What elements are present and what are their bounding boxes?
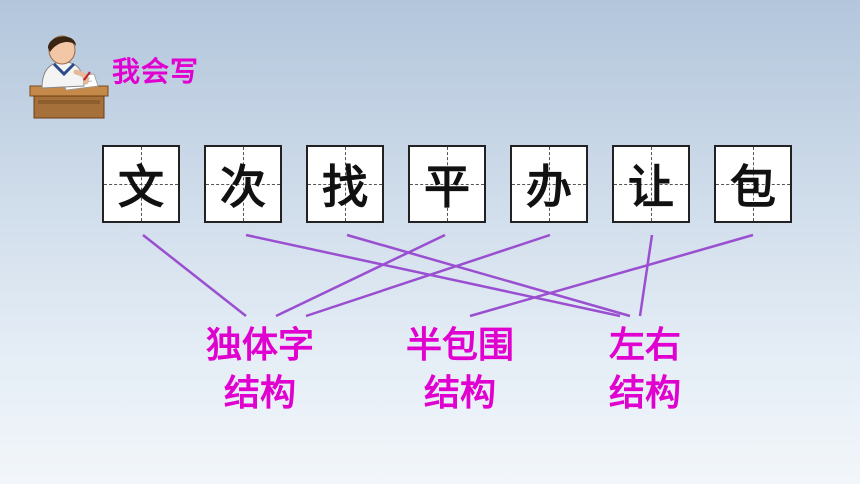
- char-glyph: 平: [424, 160, 470, 214]
- category-left-right: 左右 结构: [580, 322, 710, 418]
- grid-guide-vertical: [651, 147, 652, 221]
- student-writing-icon: [29, 35, 109, 119]
- char-glyph: 次: [220, 160, 266, 214]
- category-label-line2: 结构: [608, 373, 681, 414]
- connector-line-zhao: [346, 233, 631, 318]
- grid-guide-vertical: [753, 147, 754, 221]
- grid-guide-vertical: [345, 147, 346, 221]
- page-title: 我会写: [112, 55, 200, 88]
- category-label-line1: 独体字: [205, 325, 314, 366]
- connector-line-ci: [245, 233, 621, 318]
- connector-line-rang: [638, 234, 654, 317]
- char-box-wen: 文: [102, 145, 180, 223]
- char-box-ban: 办: [510, 145, 588, 223]
- category-single-structure: 独体字 结构: [190, 322, 330, 418]
- char-glyph: 让: [628, 160, 674, 214]
- connector-line-wen: [142, 234, 247, 317]
- char-box-rang: 让: [612, 145, 690, 223]
- character-row: 文 次 找 平 办 让 包: [102, 145, 802, 227]
- char-box-bao: 包: [714, 145, 792, 223]
- connector-line-bao: [469, 233, 754, 318]
- category-label-line1: 左右: [608, 325, 681, 366]
- char-box-zhao: 找: [306, 145, 384, 223]
- char-box-ci: 次: [204, 145, 282, 223]
- connector-line-ping: [275, 233, 446, 318]
- grid-guide-vertical: [141, 147, 142, 221]
- char-box-ping: 平: [408, 145, 486, 223]
- char-glyph: 包: [730, 160, 776, 214]
- category-label-line1: 半包围: [405, 325, 514, 366]
- char-glyph: 文: [118, 160, 164, 214]
- char-glyph: 找: [322, 160, 368, 214]
- char-glyph: 办: [526, 160, 572, 214]
- grid-guide-vertical: [549, 147, 550, 221]
- header: 我会写: [28, 28, 288, 128]
- category-label-line2: 结构: [223, 373, 296, 414]
- connector-line-ban: [305, 233, 551, 318]
- grid-guide-vertical: [243, 147, 244, 221]
- grid-guide-vertical: [447, 147, 448, 221]
- category-label-line2: 结构: [423, 373, 496, 414]
- category-half-enclosure: 半包围 结构: [390, 322, 530, 418]
